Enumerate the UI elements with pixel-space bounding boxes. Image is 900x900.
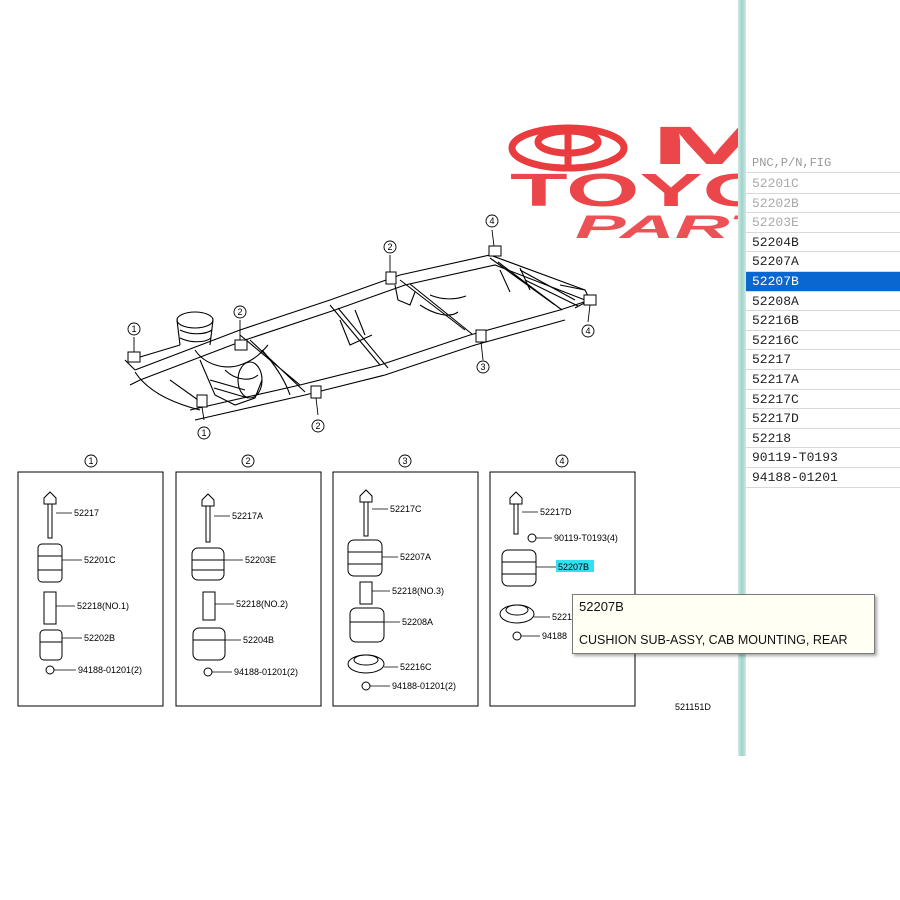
detail-box-1: 1 52217 52201C 52218(NO.1) 52202B 94188-… — [17, 454, 164, 707]
callout-2a: 2 — [233, 305, 247, 319]
parts-diagram: 1 2 1 2 2 3 4 4 1 52217 52201C 52218(NO.… — [17, 214, 711, 712]
callout-1b: 1 — [197, 426, 211, 440]
callout-1a: 1 — [127, 322, 141, 336]
svg-text:2: 2 — [315, 421, 320, 431]
svg-text:1: 1 — [131, 324, 136, 334]
svg-text:3: 3 — [480, 362, 485, 372]
pnc-list-item[interactable]: 52217A — [746, 370, 900, 390]
svg-text:1: 1 — [201, 428, 206, 438]
pnc-list-item[interactable]: 52201C — [746, 174, 900, 194]
detail-box-2: 2 52217A 52203E 52218(NO.2) 52204B 94188… — [175, 454, 322, 707]
pnc-list-item[interactable]: 52207A — [746, 252, 900, 272]
svg-text:4: 4 — [489, 216, 494, 226]
pnc-list-item[interactable]: 52217 — [746, 350, 900, 370]
pnc-list-header: PNC,P/N,FIG — [746, 153, 900, 173]
svg-text:52218(NO.1): 52218(NO.1) — [77, 601, 129, 611]
pnc-list-item[interactable]: 90119-T0193 — [746, 448, 900, 468]
detail-box-3: 3 52217C 52207A 52218(NO.3) 52208A 52216… — [332, 454, 479, 707]
svg-text:52217A: 52217A — [232, 511, 263, 521]
callout-4a: 4 — [485, 214, 499, 228]
panel-splitter[interactable] — [738, 0, 746, 756]
tooltip-part-description: CUSHION SUB-ASSY, CAB MOUNTING, REAR — [579, 633, 848, 647]
svg-text:2: 2 — [387, 242, 392, 252]
svg-text:94188-01201(2): 94188-01201(2) — [234, 667, 298, 677]
svg-text:90119-T0193(4): 90119-T0193(4) — [554, 533, 618, 543]
pnc-list-item[interactable]: 52203E — [746, 213, 900, 233]
pnc-list-item[interactable]: 52216B — [746, 311, 900, 331]
callout-4b: 4 — [581, 324, 595, 338]
svg-text:52216C: 52216C — [400, 662, 432, 672]
pnc-list-item[interactable]: 52216C — [746, 331, 900, 351]
tooltip-part-code: 52207B — [579, 599, 624, 614]
pnc-list-item[interactable]: 52202B — [746, 194, 900, 214]
pnc-list-item[interactable]: 94188-01201 — [746, 468, 900, 488]
figure-id: 521151D — [675, 702, 711, 712]
pnc-list-item[interactable]: 52217C — [746, 390, 900, 410]
svg-text:1: 1 — [88, 456, 93, 466]
svg-text:94188: 94188 — [542, 631, 567, 641]
svg-text:52217: 52217 — [74, 508, 99, 518]
svg-text:52203E: 52203E — [245, 555, 276, 565]
svg-text:52217D: 52217D — [540, 507, 572, 517]
frame-callouts: 1 2 1 2 2 3 4 4 — [127, 214, 595, 440]
detail-box-4: 4 52217D 90119-T0193(4) 52207B 5221 9418… — [489, 454, 636, 707]
svg-text:52218(NO.3): 52218(NO.3) — [392, 586, 444, 596]
svg-text:3: 3 — [402, 456, 407, 466]
svg-text:4: 4 — [585, 326, 590, 336]
svg-text:52204B: 52204B — [243, 635, 274, 645]
pnc-list-item[interactable]: 52208A — [746, 292, 900, 312]
pnc-list-item[interactable]: 52207B — [746, 272, 900, 292]
callout-leaders — [133, 229, 591, 421]
callout-3a: 3 — [476, 360, 490, 374]
svg-text:52202B: 52202B — [84, 633, 115, 643]
svg-text:5221: 5221 — [552, 612, 572, 622]
svg-text:52207A: 52207A — [400, 552, 431, 562]
svg-text:52207B: 52207B — [558, 562, 589, 572]
svg-text:94188-01201(2): 94188-01201(2) — [78, 665, 142, 675]
svg-text:4: 4 — [559, 456, 564, 466]
svg-text:52218(NO.2): 52218(NO.2) — [236, 599, 288, 609]
pnc-list-item[interactable]: 52217D — [746, 409, 900, 429]
svg-text:52208A: 52208A — [402, 617, 433, 627]
svg-text:2: 2 — [237, 307, 242, 317]
chassis-frame — [124, 254, 591, 421]
callout-2b: 2 — [311, 419, 325, 433]
pnc-list-item[interactable]: 52218 — [746, 429, 900, 449]
svg-text:52201C: 52201C — [84, 555, 116, 565]
pnc-list-item[interactable]: 52204B — [746, 233, 900, 253]
part-tooltip: 52207B CUSHION SUB-ASSY, CAB MOUNTING, R… — [572, 594, 875, 654]
svg-text:52217C: 52217C — [390, 504, 422, 514]
svg-text:94188-01201(2): 94188-01201(2) — [392, 681, 456, 691]
highlight-52207B — [556, 560, 594, 572]
callout-2c: 2 — [383, 240, 397, 254]
svg-text:2: 2 — [245, 456, 250, 466]
